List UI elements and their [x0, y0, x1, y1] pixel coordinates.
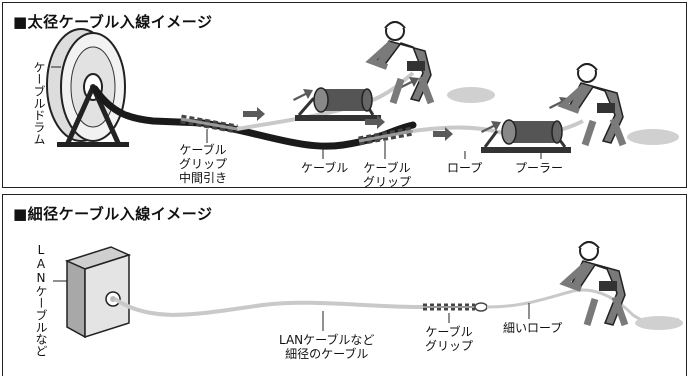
puller-label: プーラー [515, 161, 564, 175]
grip-joint-label: ケーブル グリップ 中間引き [179, 143, 228, 185]
thick-cable-illustration [46, 21, 679, 159]
thin-rope-label: 細いロープ [503, 321, 563, 335]
worker-3-icon [559, 241, 683, 330]
thick-cable-title: ■太径ケーブル入線イメージ [13, 13, 213, 31]
lan-box-label: LANケーブルなど [34, 243, 48, 357]
drum-label: ケーブルドラム [32, 61, 46, 145]
rope-label: ロープ [447, 161, 483, 175]
cable-grip-label: ケーブル グリップ [363, 161, 412, 188]
puller-2 [481, 119, 571, 153]
wall-box [64, 246, 132, 339]
cable-grip-icon [358, 126, 414, 146]
cable-drum [46, 28, 129, 147]
worker-2-icon [557, 63, 679, 147]
worker-1-icon [365, 21, 495, 105]
lan-cable-label: LANケーブルなど 細径のケーブル [279, 333, 375, 361]
thin-cable-grip-label: ケーブル グリップ [425, 325, 474, 353]
thin-cable-illustration [53, 241, 683, 339]
cable-label: ケーブル [301, 161, 349, 175]
thin-cable-panel: ■細径ケーブル入線イメージ [2, 194, 687, 376]
grip-joint-icon [180, 114, 238, 134]
thick-cable-panel: ■太径ケーブル入線イメージ [2, 2, 687, 188]
puller-1 [295, 87, 381, 121]
lan-cable [113, 297, 424, 317]
thin-cable-title: ■細径ケーブル入線イメージ [13, 205, 213, 223]
thin-cable-grip-icon [423, 302, 488, 312]
